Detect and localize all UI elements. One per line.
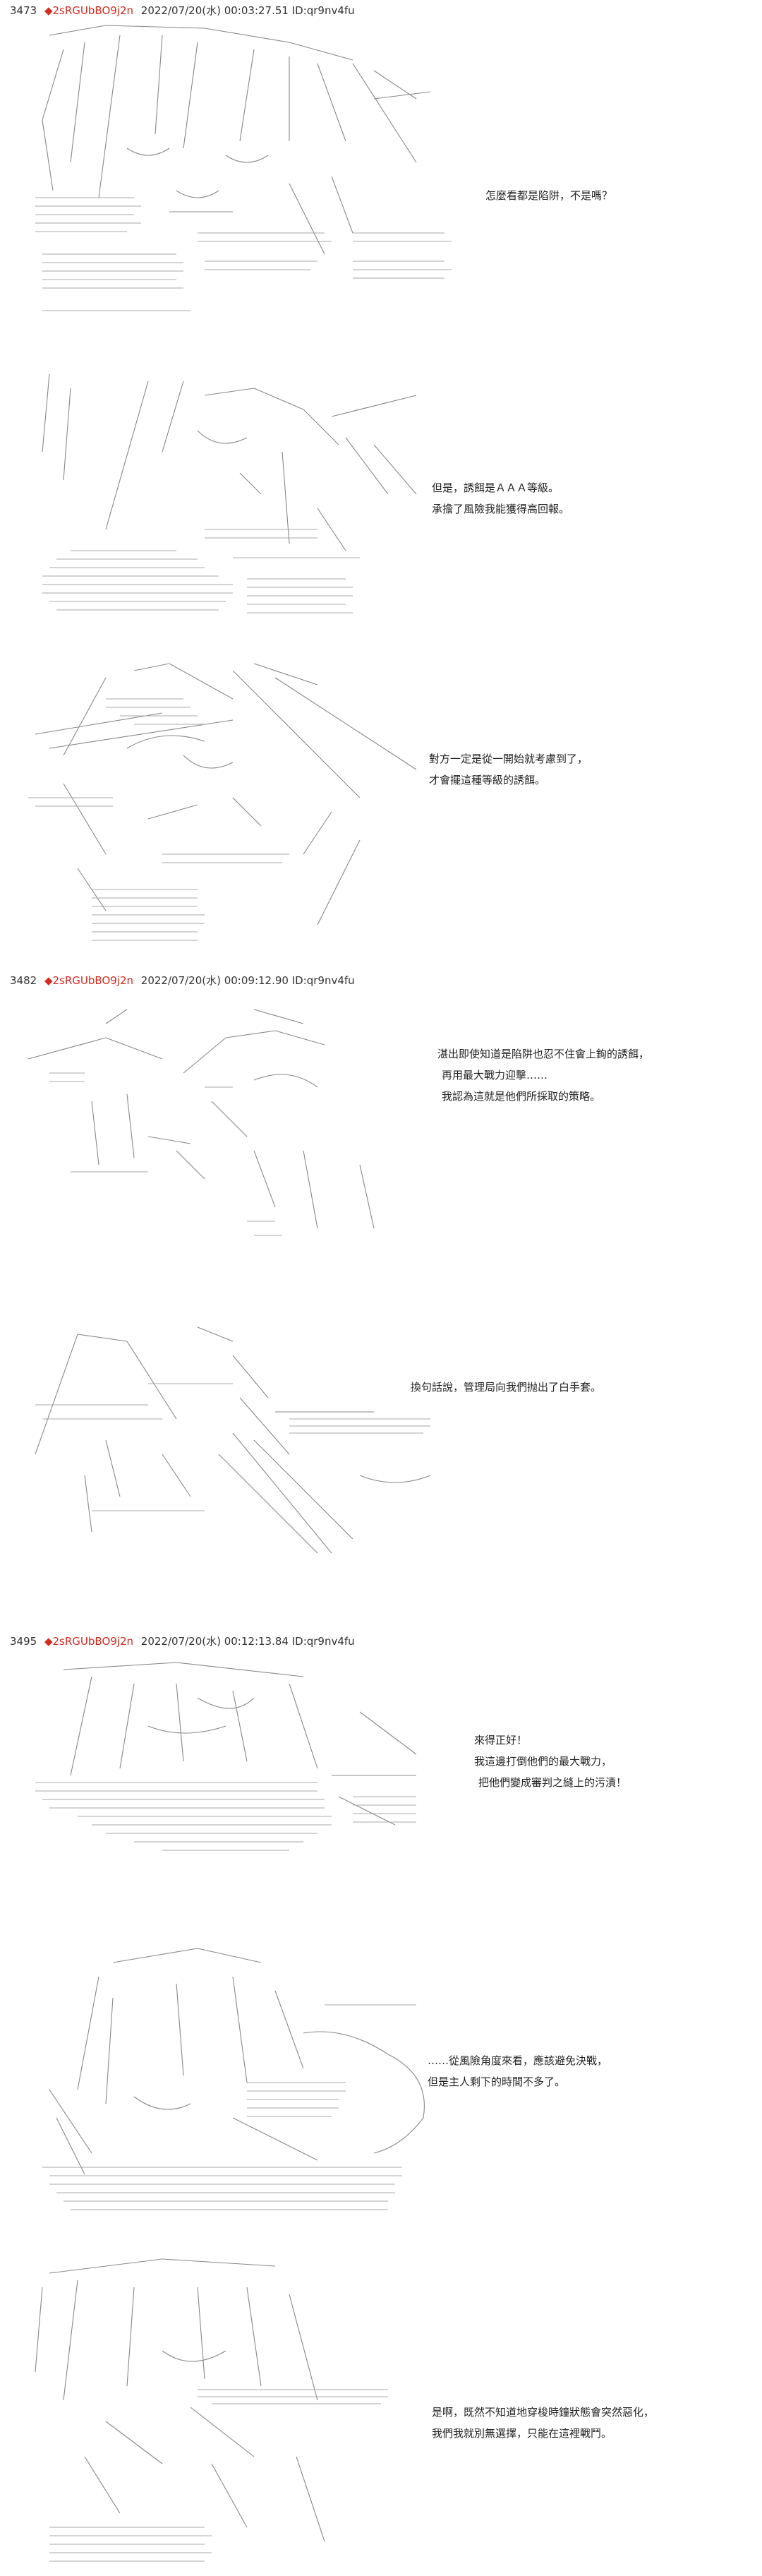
dialogue-line: ……從風險角度來看，應該避免決戰， [428,2054,608,2067]
post-header: 3482 ◆2sRGUbBO9j2n 2022/07/20(水) 00:09:1… [10,973,355,988]
trip-marker: ◆ [44,974,53,987]
ascii-art-figure [35,25,452,311]
dialogue-text: 怎麼看都是陷阱，不是嗎？ [485,185,612,206]
dialogue-text: 換句話說，管理局向我們抛出了白手套。 [411,1377,601,1398]
dialogue-text: ……從風險角度來看，應該避免決戰， 但是主人剩下的時間不多了。 [428,2050,607,2092]
ascii-art-figure [35,2258,388,2562]
dialogue-line: 才會擺這種等級的誘餌。 [429,774,546,786]
dialogue-line: 我認為這就是他們所採取的策略。 [442,1090,601,1103]
ascii-art-figure [35,1326,431,1554]
poster-name[interactable]: 2sRGUbBO9j2n [52,974,134,987]
ascii-art-panel [21,21,459,318]
trip-marker: ◆ [44,1635,53,1648]
ascii-art-panel [21,1313,445,1581]
dialogue-line: 我們我就別無選擇，只能在這裡戰鬥。 [432,2427,612,2440]
post-meta: 2022/07/20(水) 00:03:27.51 ID:qr9nv4fu [140,4,355,17]
ascii-art-figure [42,373,417,613]
post-number: 3495 [10,1635,37,1648]
ascii-art-figure [42,1948,425,2210]
dialogue-line: 但是，誘餌是ＡＡＡ等級。 [432,481,560,494]
dialogue-line: 是啊，既然不知道地穿梭時鐘狀態會突然惡化， [432,2406,655,2419]
dialogue-line: 但是主人剩下的時間不多了。 [428,2075,566,2088]
post-meta: 2022/07/20(水) 00:09:12.90 ID:qr9nv4fu [140,974,355,987]
dialogue-line: 對方一定是從一開始就考慮到了， [429,753,588,765]
ascii-art-panel [21,995,445,1264]
post-number: 3482 [10,974,37,987]
dialogue-text: 來得正好！ 我這邊打倒他們的最大戰力， 把他們變成審判之縫上的污漬！ [474,1730,627,1793]
dialogue-line: 怎麼看都是陷阱，不是嗎？ [485,189,613,202]
dialogue-text: 湛出即使知道是陷阱也忍不住會上鉤的誘餌， 再用最大戰力迎擊…… 我認為這就是他們… [437,1043,649,1107]
dialogue-line: 換句話說，管理局向我們抛出了白手套。 [411,1381,602,1394]
poster-name[interactable]: 2sRGUbBO9j2n [52,1635,134,1648]
dialogue-text: 但是，誘餌是ＡＡＡ等級。 承擔了風險我能獲得高回報。 [432,477,569,520]
ascii-art-panel [21,367,445,635]
post-number: 3473 [10,4,37,17]
ascii-art-figure [28,1009,375,1236]
ascii-art-panel [21,1655,445,1881]
post-header: 3495 ◆2sRGUbBO9j2n 2022/07/20(水) 00:12:1… [10,1634,355,1648]
trip-marker: ◆ [44,4,53,17]
post-meta: 2022/07/20(水) 00:12:13.84 ID:qr9nv4fu [140,1635,355,1648]
ascii-art-figure [35,1662,417,1851]
dialogue-text: 對方一定是從一開始就考慮到了， 才會擺這種等級的誘餌。 [429,748,588,791]
dialogue-line: 我這邊打倒他們的最大戰力， [474,1755,612,1768]
ascii-art-figure [28,663,417,941]
dialogue-text: 是啊，既然不知道地穿梭時鐘狀態會突然惡化， 我們我就別無選擇，只能在這裡戰鬥。 [432,2402,654,2444]
ascii-art-panel [21,1934,445,2231]
dialogue-line: 把他們變成審判之縫上的污漬！ [478,1776,627,1789]
dialogue-line: 再用最大戰力迎擊…… [442,1069,548,1082]
poster-name[interactable]: 2sRGUbBO9j2n [52,4,134,17]
ascii-art-panel [21,657,445,953]
dialogue-line: 承擔了風險我能獲得高回報。 [432,503,570,515]
dialogue-line: 湛出即使知道是陷阱也忍不住會上鉤的誘餌， [437,1048,650,1060]
ascii-art-panel [21,2245,416,2570]
dialogue-line: 來得正好！ [474,1734,528,1747]
post-header: 3473 ◆2sRGUbBO9j2n 2022/07/20(水) 00:03:2… [10,3,355,18]
